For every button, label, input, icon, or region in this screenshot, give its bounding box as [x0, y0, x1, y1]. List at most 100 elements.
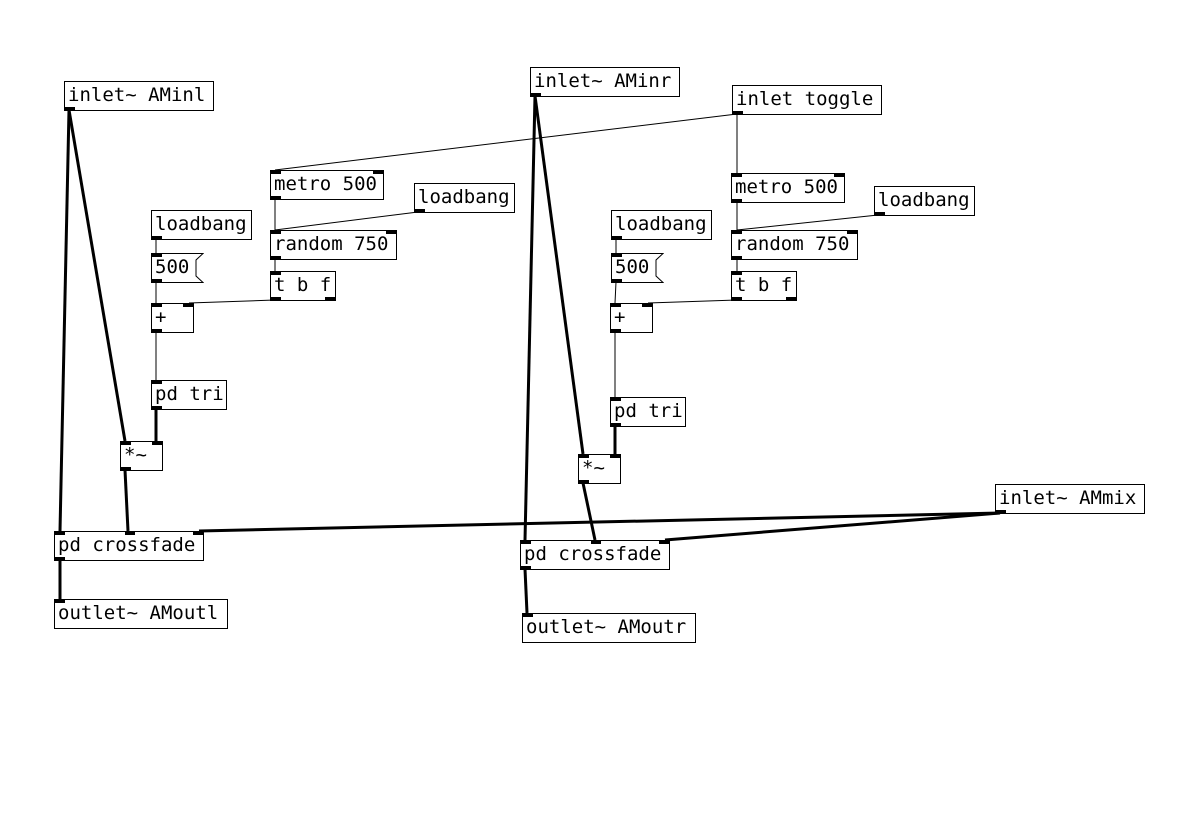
outlet-port[interactable]: [786, 297, 796, 301]
crossfade-right-object[interactable]: pd crossfade: [520, 540, 670, 570]
inlet-port[interactable]: [847, 230, 857, 234]
loadbang-left-2-object[interactable]: loadbang: [414, 183, 515, 213]
inlet-port[interactable]: [121, 441, 131, 445]
inlet-port[interactable]: [612, 253, 622, 257]
inlet-port[interactable]: [611, 397, 621, 401]
inlet-port[interactable]: [732, 230, 742, 234]
inlet-port[interactable]: [152, 303, 162, 307]
inlet-port[interactable]: [55, 531, 65, 535]
audio-cord[interactable]: [523, 95, 537, 541]
outlet-port[interactable]: [415, 209, 425, 213]
outlet-port[interactable]: [579, 480, 589, 484]
control-cord[interactable]: [188, 299, 276, 304]
outlet-port[interactable]: [152, 236, 162, 240]
outlet-port[interactable]: [531, 93, 541, 97]
inlet-aminl-object[interactable]: inlet~ AMinl: [64, 81, 214, 111]
outlet-port[interactable]: [732, 199, 742, 203]
tbf-left-object[interactable]: t b f: [270, 271, 336, 301]
inlet-port[interactable]: [152, 253, 162, 257]
inlet-port[interactable]: [610, 454, 620, 458]
outlet-port[interactable]: [733, 111, 743, 115]
message-500-left[interactable]: 500: [151, 253, 204, 283]
audio-cord[interactable]: [58, 109, 71, 532]
inlet-port[interactable]: [271, 230, 281, 234]
random-left-object[interactable]: random 750: [270, 230, 397, 260]
audio-cord[interactable]: [67, 109, 127, 442]
inlet-port[interactable]: [55, 599, 65, 603]
control-cord[interactable]: [274, 113, 738, 171]
inlet-aminr-object[interactable]: inlet~ AMinr: [530, 67, 680, 97]
outlet-port[interactable]: [325, 297, 335, 301]
outlet-port[interactable]: [612, 279, 622, 283]
inlet-port[interactable]: [521, 540, 531, 544]
inlet-ammix-object[interactable]: inlet~ AMmix: [995, 484, 1145, 514]
inlet-port[interactable]: [611, 303, 621, 307]
inlet-port[interactable]: [591, 540, 601, 544]
outlet-port[interactable]: [152, 406, 162, 410]
inlet-port[interactable]: [193, 531, 203, 535]
outlet-port[interactable]: [875, 212, 885, 216]
plus-left-object[interactable]: +: [151, 303, 194, 333]
audio-cord[interactable]: [581, 482, 597, 541]
mul-left-object[interactable]: *~: [120, 441, 163, 471]
outlet-port[interactable]: [152, 329, 162, 333]
control-cord[interactable]: [647, 299, 738, 304]
inlet-port[interactable]: [271, 170, 281, 174]
outlet-port[interactable]: [611, 423, 621, 427]
inlet-port[interactable]: [834, 173, 844, 177]
inlet-port[interactable]: [183, 303, 193, 307]
audio-cord[interactable]: [664, 511, 1001, 542]
inlet-port[interactable]: [386, 230, 396, 234]
mul-right-object[interactable]: *~: [578, 454, 621, 484]
inlet-port[interactable]: [271, 271, 281, 275]
object-label: random 750: [735, 233, 850, 255]
outlet-port[interactable]: [152, 279, 162, 283]
inlet-port[interactable]: [125, 531, 135, 535]
control-cord[interactable]: [614, 281, 617, 304]
outlet-port[interactable]: [732, 297, 742, 301]
audio-cord[interactable]: [123, 469, 130, 532]
inlet-port[interactable]: [152, 441, 162, 445]
audio-cord[interactable]: [533, 95, 585, 455]
control-cord[interactable]: [736, 214, 879, 231]
inlet-port[interactable]: [732, 173, 742, 177]
loadbang-right-2-object[interactable]: loadbang: [874, 186, 975, 216]
random-right-object[interactable]: random 750: [731, 230, 858, 260]
outlet-amoutl-object[interactable]: outlet~ AMoutl: [54, 599, 228, 629]
crossfade-left-object[interactable]: pd crossfade: [54, 531, 204, 561]
tbf-right-object[interactable]: t b f: [731, 271, 797, 301]
outlet-port[interactable]: [271, 196, 281, 200]
message-flag-icon: [652, 253, 664, 283]
loadbang-left-1-object[interactable]: loadbang: [151, 210, 252, 240]
pdtri-right-object[interactable]: pd tri: [610, 397, 686, 427]
outlet-port[interactable]: [732, 256, 742, 260]
outlet-amoutr-object[interactable]: outlet~ AMoutr: [522, 613, 696, 643]
audio-cord[interactable]: [198, 511, 1001, 533]
plus-right-object[interactable]: +: [610, 303, 653, 333]
inlet-port[interactable]: [732, 271, 742, 275]
outlet-port[interactable]: [271, 256, 281, 260]
loadbang-right-1-object[interactable]: loadbang: [611, 210, 712, 240]
outlet-port[interactable]: [271, 297, 281, 301]
outlet-port[interactable]: [55, 557, 65, 561]
control-cord[interactable]: [274, 211, 419, 231]
inlet-port[interactable]: [523, 613, 533, 617]
outlet-port[interactable]: [65, 107, 75, 111]
pdtri-left-object[interactable]: pd tri: [151, 380, 227, 410]
inlet-toggle-object[interactable]: inlet toggle: [732, 85, 882, 115]
outlet-port[interactable]: [611, 329, 621, 333]
inlet-port[interactable]: [579, 454, 589, 458]
outlet-port[interactable]: [612, 236, 622, 240]
inlet-port[interactable]: [642, 303, 652, 307]
inlet-port[interactable]: [373, 170, 383, 174]
metro-left-object[interactable]: metro 500: [270, 170, 384, 200]
audio-cord[interactable]: [523, 568, 529, 614]
outlet-port[interactable]: [121, 467, 131, 471]
message-500-right[interactable]: 500: [611, 253, 664, 283]
metro-right-object[interactable]: metro 500: [731, 173, 845, 203]
inlet-port[interactable]: [152, 380, 162, 384]
inlet-port[interactable]: [659, 540, 669, 544]
outlet-port[interactable]: [521, 566, 531, 570]
outlet-port[interactable]: [996, 510, 1006, 514]
